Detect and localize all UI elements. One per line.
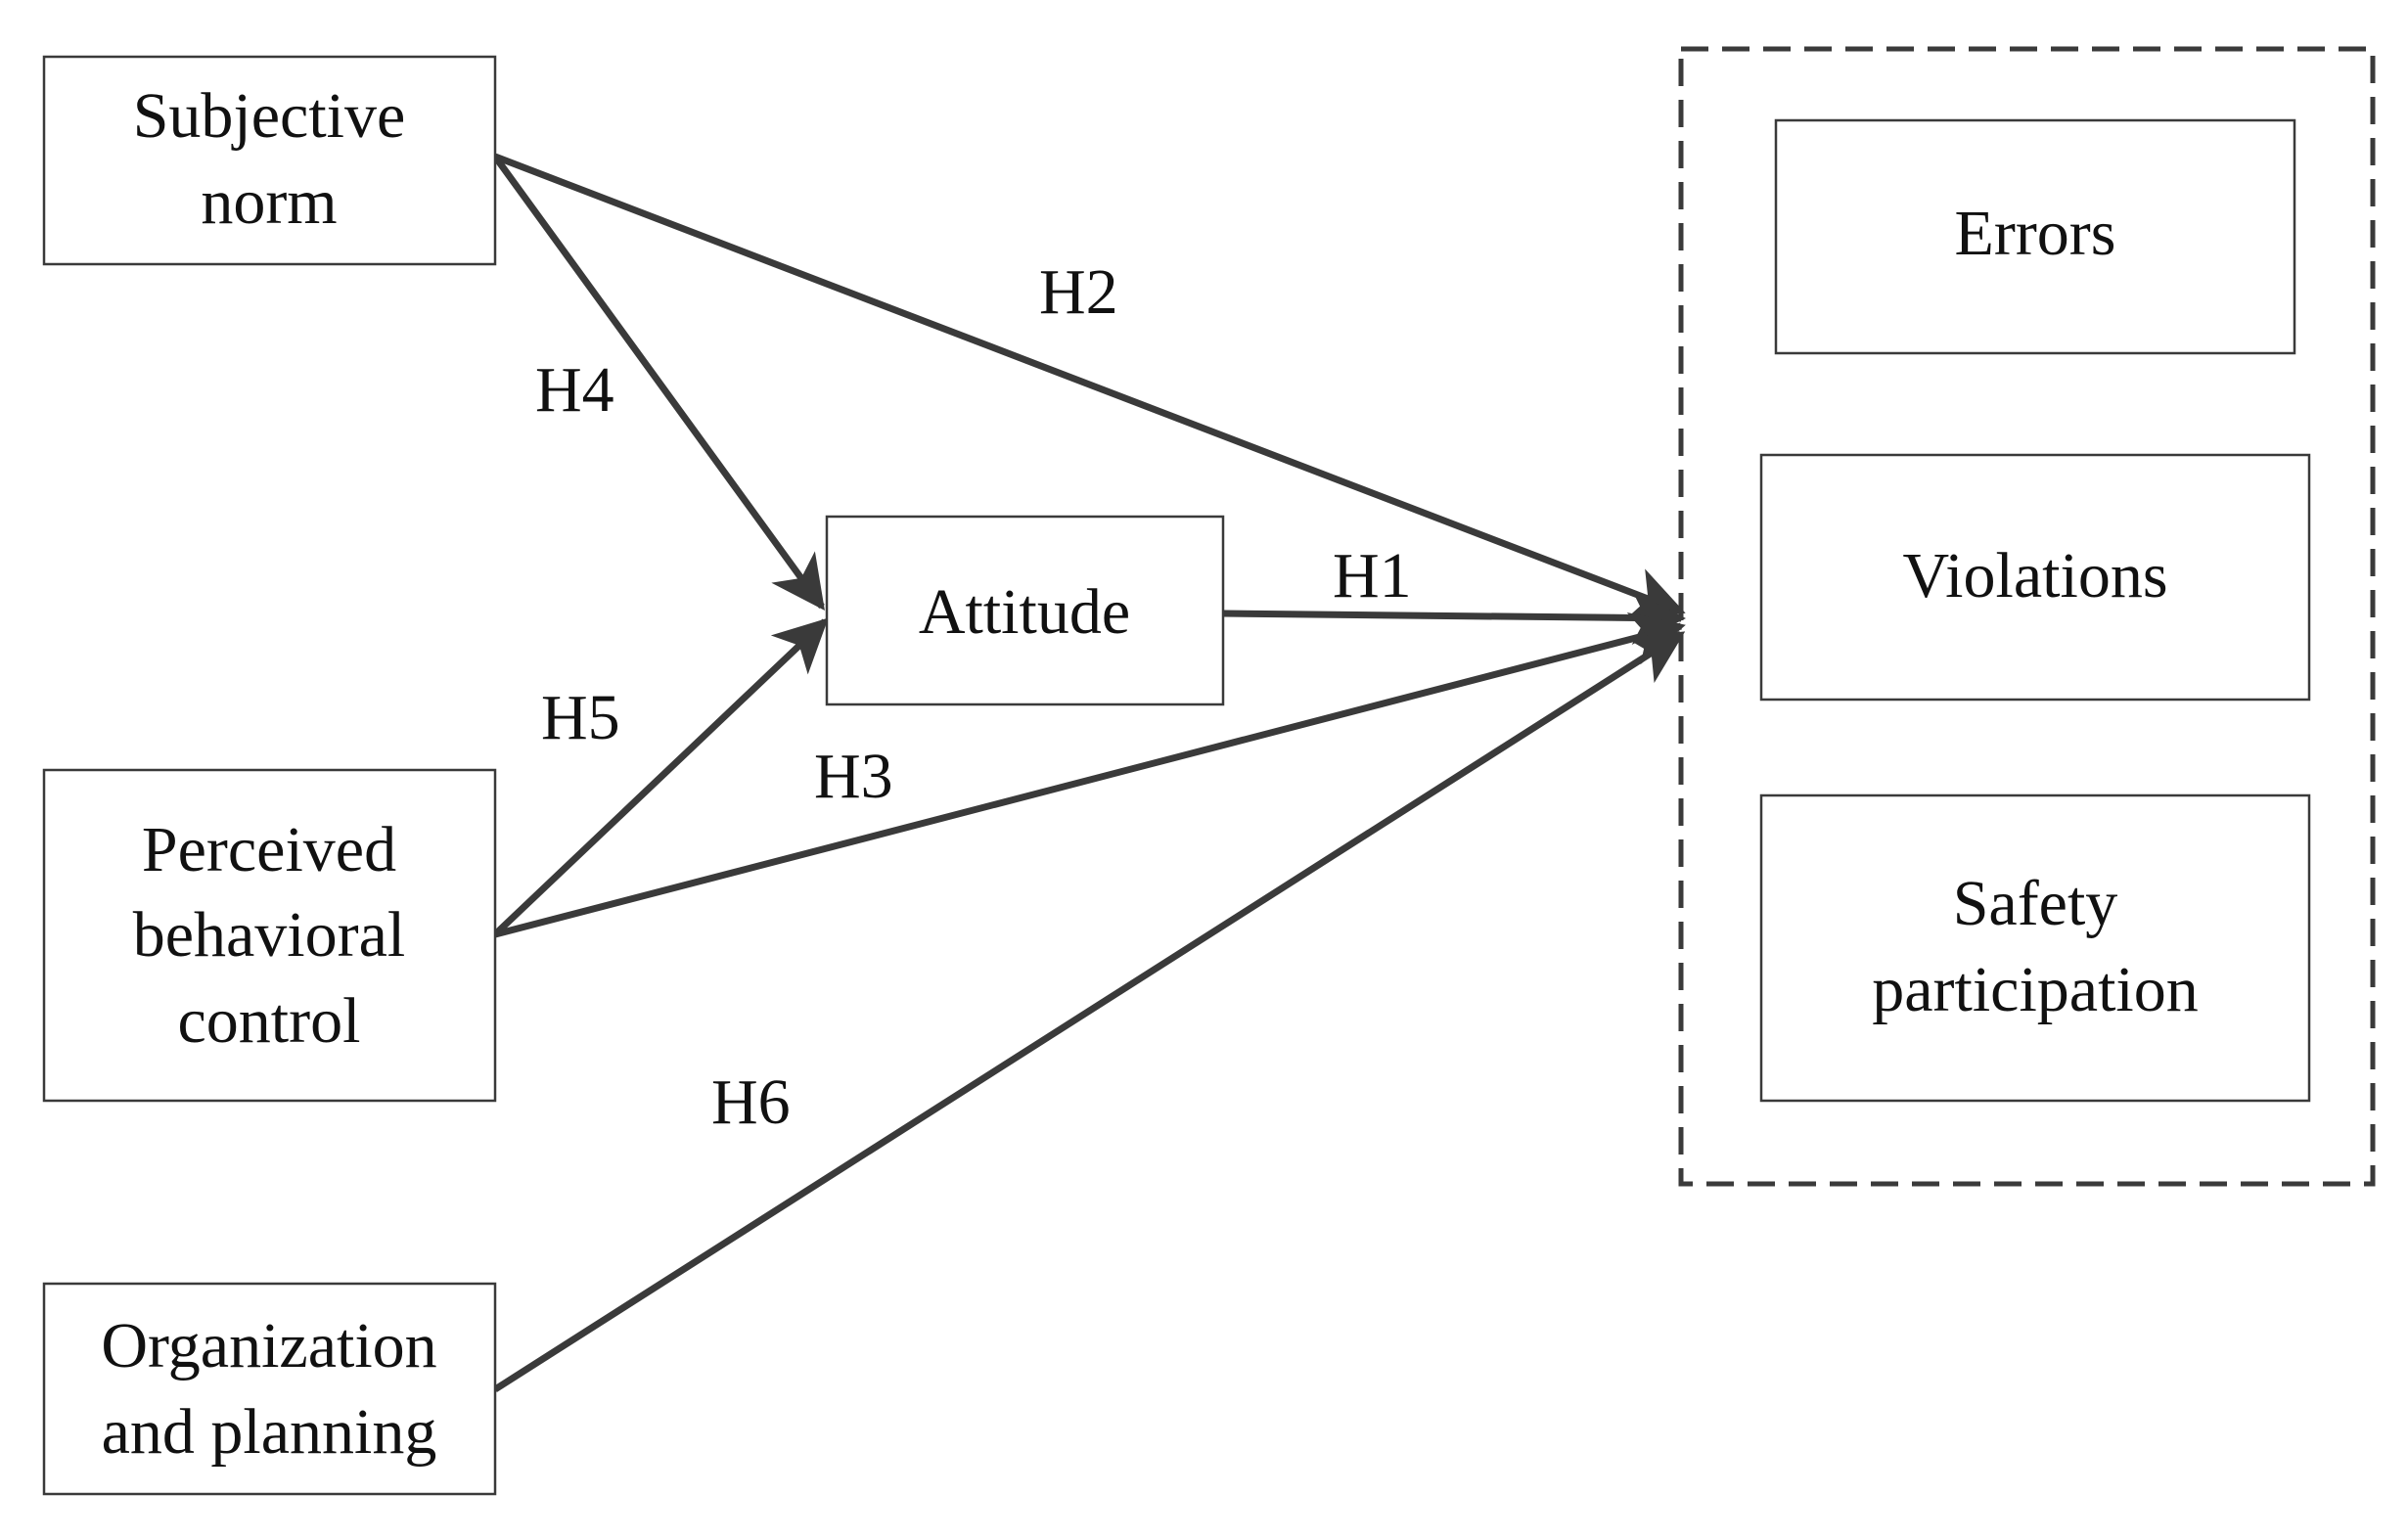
node-pbc-line2: behavioral <box>133 899 406 971</box>
node-org-line2: and planning <box>102 1396 437 1468</box>
node-attitude-label: Attitude <box>919 576 1130 648</box>
label-h5: H5 <box>541 682 620 753</box>
arrow-h2 <box>493 153 1686 619</box>
node-subjective-norm: Subjective norm <box>42 55 497 266</box>
node-violations: Violations <box>1759 453 2311 702</box>
node-violations-label: Violations <box>1902 540 2167 611</box>
node-errors-label: Errors <box>1955 198 2116 269</box>
arrow-h4 <box>492 154 825 611</box>
node-attitude: Attitude <box>825 515 1225 706</box>
node-errors: Errors <box>1774 118 2296 355</box>
arrow-h6 <box>493 631 1686 1392</box>
node-safety-line1: Safety <box>1953 868 2118 939</box>
node-safety-line2: participation <box>1872 954 2199 1025</box>
label-h3: H3 <box>814 741 893 812</box>
arrows <box>492 153 1686 1392</box>
node-pbc-line1: Perceived <box>142 814 396 885</box>
node-organization-planning: Organization and planning <box>42 1282 497 1496</box>
label-h4: H4 <box>535 354 614 426</box>
node-subjective-norm-line2: norm <box>201 166 337 238</box>
node-perceived-behavioral-control: Perceived behavioral control <box>42 768 497 1103</box>
arrow-h1 <box>1222 590 1686 645</box>
label-h6: H6 <box>711 1066 791 1138</box>
label-h2: H2 <box>1039 256 1118 328</box>
arrow-h5 <box>492 617 829 937</box>
node-pbc-line3: control <box>178 985 361 1057</box>
node-org-line1: Organization <box>101 1310 436 1381</box>
label-h1: H1 <box>1333 540 1412 611</box>
node-subjective-norm-line1: Subjective <box>133 80 406 152</box>
arrow-h3 <box>494 611 1686 938</box>
node-safety-participation: Safety participation <box>1759 793 2311 1103</box>
